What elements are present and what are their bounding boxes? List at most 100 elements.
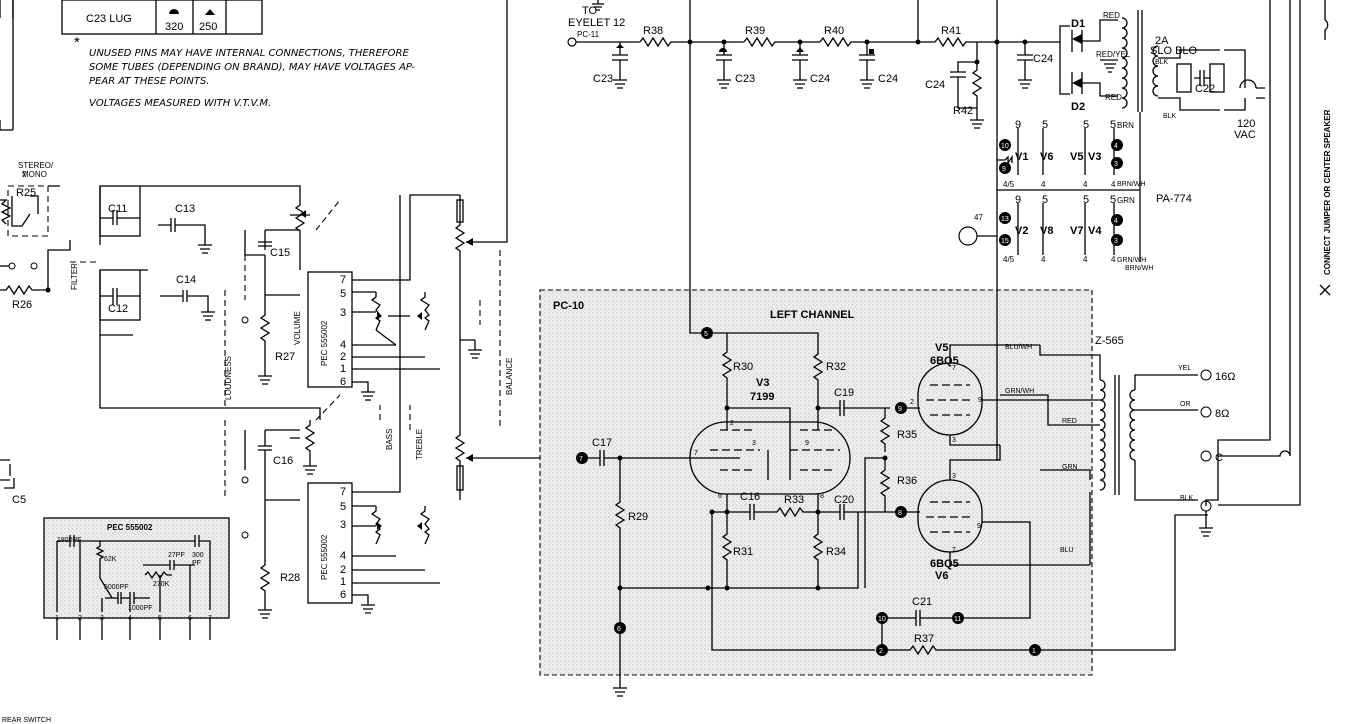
svg-text:5: 5 xyxy=(340,288,346,300)
svg-text:C20: C20 xyxy=(834,494,854,506)
svg-text:BRN/WH: BRN/WH xyxy=(1125,265,1153,272)
speaker-note: CONNECT JUMPER OR CENTER SPEAKER xyxy=(1323,109,1332,275)
svg-text:OR: OR xyxy=(1180,401,1191,408)
svg-text:C16: C16 xyxy=(740,491,760,503)
pec-inset: PEC 555002 1800PF 62K 27PF 300 PF 270K 5… xyxy=(43,517,230,640)
v5-type: 6BQ5 xyxy=(930,355,959,367)
svg-text:R26: R26 xyxy=(12,299,32,311)
svg-text:C19: C19 xyxy=(834,387,854,399)
svg-text:2: 2 xyxy=(730,420,734,427)
svg-text:R31: R31 xyxy=(733,546,753,558)
power-supply: TO EYELET 12 PC-11 R38 C23 C23 R39 C24 R… xyxy=(567,0,1265,290)
svg-text:BASS: BASS xyxy=(385,429,394,450)
svg-text:2: 2 xyxy=(340,564,346,576)
svg-text:C24: C24 xyxy=(810,73,830,85)
svg-text:R32: R32 xyxy=(826,361,846,373)
z565: Z-565 xyxy=(1095,335,1124,347)
svg-text:PC-11: PC-11 xyxy=(577,30,600,39)
pec1-pins: 7 5 3 4 2 1 6 xyxy=(340,274,346,388)
svg-text:BRN: BRN xyxy=(1117,121,1134,130)
svg-text:4/5: 4/5 xyxy=(1003,180,1015,189)
svg-text:7: 7 xyxy=(952,365,956,372)
svg-text:6: 6 xyxy=(718,493,722,500)
svg-text:5: 5 xyxy=(1083,194,1089,206)
note-line2: SOME TUBES (DEPENDING ON BRAND), MAY HAV… xyxy=(89,62,415,73)
svg-text:R37: R37 xyxy=(914,633,934,645)
out-8ohm: 8Ω xyxy=(1215,408,1229,420)
svg-text:C11: C11 xyxy=(108,203,127,215)
svg-text:1800PF: 1800PF xyxy=(57,537,82,544)
eyelet-label: EYELET 12 xyxy=(568,17,625,29)
svg-text:7: 7 xyxy=(579,456,583,463)
svg-text:VOLUME: VOLUME xyxy=(293,311,302,345)
svg-text:GRN: GRN xyxy=(1062,464,1078,471)
out-16ohm: 16Ω xyxy=(1215,371,1235,383)
svg-text:R34: R34 xyxy=(826,546,846,558)
svg-text:R28: R28 xyxy=(280,572,300,584)
svg-text:1: 1 xyxy=(340,363,346,375)
svg-text:4: 4 xyxy=(340,550,346,562)
svg-text:4: 4 xyxy=(1111,255,1116,264)
svg-text:SLO BLO: SLO BLO xyxy=(1150,45,1198,57)
svg-text:C13: C13 xyxy=(175,203,195,215)
svg-text:1000PF: 1000PF xyxy=(128,605,153,612)
svg-text:D1: D1 xyxy=(1071,18,1085,30)
svg-text:13: 13 xyxy=(1001,216,1009,223)
svg-text:RED/YEL: RED/YEL xyxy=(1096,50,1131,59)
svg-text:3: 3 xyxy=(1114,238,1118,245)
lug-val2: 250 xyxy=(199,21,217,33)
svg-text:R42: R42 xyxy=(953,105,973,117)
svg-text:5: 5 xyxy=(1042,119,1048,131)
svg-text:2: 2 xyxy=(340,351,346,363)
svg-text:300: 300 xyxy=(192,552,204,559)
svg-text:C17: C17 xyxy=(592,437,612,449)
note-line1: UNUSED PINS MAY HAVE INTERNAL CONNECTION… xyxy=(89,48,409,59)
svg-text:7: 7 xyxy=(340,486,346,498)
svg-text:FILTER: FILTER xyxy=(70,263,79,290)
svg-text:PEC 555002: PEC 555002 xyxy=(320,534,329,580)
svg-text:4: 4 xyxy=(1041,255,1046,264)
svg-text:7: 7 xyxy=(952,547,956,554)
svg-text:C15: C15 xyxy=(270,247,290,259)
svg-text:C24: C24 xyxy=(925,79,945,91)
svg-text:R36: R36 xyxy=(897,475,917,487)
svg-text:RED: RED xyxy=(1105,93,1122,102)
svg-text:4/5: 4/5 xyxy=(1003,255,1015,264)
svg-text:5: 5 xyxy=(1042,194,1048,206)
svg-text:PEC 555002: PEC 555002 xyxy=(320,320,329,366)
R38: R38 xyxy=(643,25,663,37)
svg-text:MONO: MONO xyxy=(22,170,47,179)
svg-text:47: 47 xyxy=(974,213,983,222)
v6-type: 6BQ5 xyxy=(930,558,959,570)
svg-text:C24: C24 xyxy=(1033,53,1053,65)
svg-text:C16: C16 xyxy=(273,455,293,467)
svg-text:62K: 62K xyxy=(104,556,117,563)
svg-text:3: 3 xyxy=(340,519,346,531)
svg-text:27PF: 27PF xyxy=(168,552,185,559)
svg-text:4: 4 xyxy=(1114,218,1118,225)
svg-text:C21: C21 xyxy=(912,596,932,608)
svg-text:V8: V8 xyxy=(1040,225,1053,237)
svg-text:4: 4 xyxy=(1114,143,1118,150)
svg-text:9: 9 xyxy=(898,406,902,413)
svg-text:BLK: BLK xyxy=(1155,59,1169,66)
svg-text:STEREO/: STEREO/ xyxy=(18,161,54,170)
asterisk: * xyxy=(74,34,80,51)
amplifier-board: PC-10 LEFT CHANNEL 5 R30 R32 C19 V3 7199… xyxy=(539,42,1208,697)
svg-text:3: 3 xyxy=(340,307,346,319)
svg-text:5: 5 xyxy=(1110,119,1116,131)
svg-text:10: 10 xyxy=(1001,143,1009,150)
svg-text:9: 9 xyxy=(1015,194,1021,206)
channel-title: LEFT CHANNEL xyxy=(770,309,855,321)
svg-text:7: 7 xyxy=(340,274,346,286)
svg-text:V7: V7 xyxy=(1070,225,1083,237)
svg-text:C23: C23 xyxy=(593,73,613,85)
svg-text:R25: R25 xyxy=(16,187,36,199)
svg-text:PEC 555002: PEC 555002 xyxy=(107,523,153,532)
svg-text:V4: V4 xyxy=(1088,225,1102,237)
svg-text:C24: C24 xyxy=(878,73,898,85)
R41: R41 xyxy=(941,25,961,37)
svg-text:BLK: BLK xyxy=(1180,495,1194,502)
notes: * UNUSED PINS MAY HAVE INTERNAL CONNECTI… xyxy=(74,34,415,109)
